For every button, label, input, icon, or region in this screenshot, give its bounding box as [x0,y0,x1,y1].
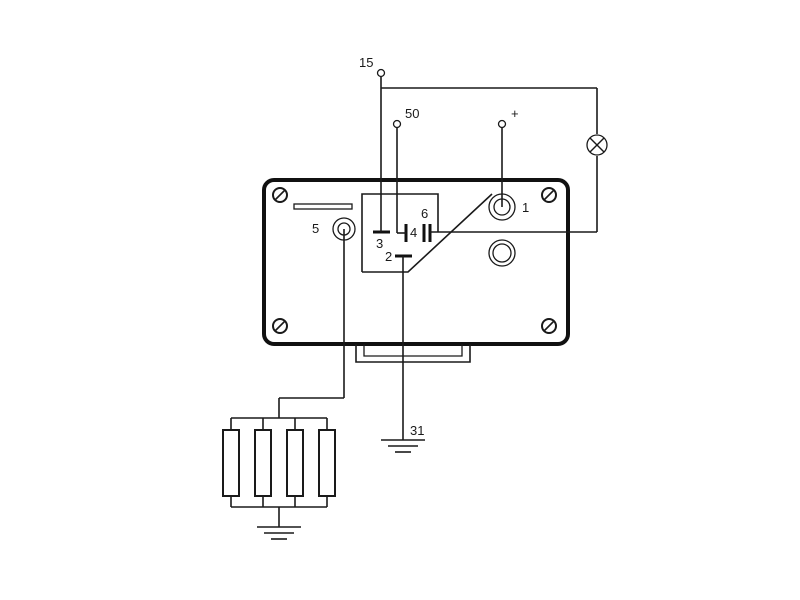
terminal-50-node [392,119,402,129]
screw-top-left [272,187,288,203]
screw-bottom-right [541,318,557,334]
glow-plug-1 [222,429,240,497]
label-50: 50 [405,106,419,121]
relay-housing [262,178,570,363]
label-6: 6 [421,206,428,221]
glow-plug-4 [318,429,336,497]
socket-lower-right [488,239,516,267]
label-plus: + [511,106,519,121]
glow-plug-3 [286,429,304,497]
label-1: 1 [522,200,529,215]
lamp-icon [586,134,608,156]
terminal-plus-node [497,119,507,129]
ground-symbol-31 [381,439,425,453]
label-5: 5 [312,221,319,236]
label-3: 3 [376,236,383,251]
label-15: 15 [359,55,373,70]
label-4: 4 [410,225,417,240]
contact-box [361,193,493,273]
screw-top-right [541,187,557,203]
label-31: 31 [410,423,424,438]
label-2: 2 [385,249,392,264]
terminal-15-node [376,68,386,78]
glow-plug-2 [254,429,272,497]
screw-bottom-left [272,318,288,334]
glow-plug-bank [222,417,336,527]
ground-symbol-bank [257,526,301,540]
